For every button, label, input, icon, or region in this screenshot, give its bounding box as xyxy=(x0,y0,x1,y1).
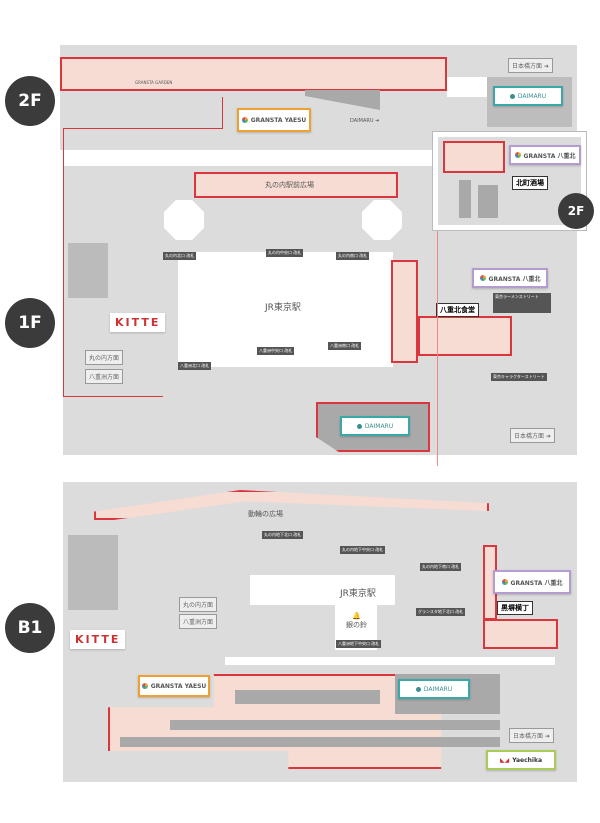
yaekita-shokudo-label: 八重北食堂 xyxy=(436,303,479,317)
gate-label: 丸の内中央口 改札 xyxy=(266,249,304,257)
gate-label: 八重洲地下中央口 改札 xyxy=(336,640,382,648)
yaekita-shokudo-area[interactable] xyxy=(418,316,512,356)
daimaru-logo-2f[interactable]: DAIMARU xyxy=(493,86,563,106)
gate-label: 丸の内地下北口 改札 xyxy=(262,531,304,539)
floor-badge-2f: 2F xyxy=(5,76,55,126)
connector-line xyxy=(437,231,438,521)
gransta-logo-icon xyxy=(479,275,486,281)
nihonbashi-direction-b1: 日本橋方面 ➜ xyxy=(509,728,554,743)
kitamachi-area[interactable] xyxy=(443,141,505,173)
kitte-b1-building xyxy=(68,535,118,610)
walkway xyxy=(447,77,487,97)
yaesu-direction-b1: 八重洲方面 xyxy=(179,614,218,629)
daimaru-dot-icon xyxy=(356,423,362,429)
marunouchi-plaza[interactable] xyxy=(194,172,398,198)
passage-b1 xyxy=(225,657,555,665)
gate-label: 丸の内地下中央口 改札 xyxy=(340,546,386,554)
nihonbashi-direction-2f: 日本橋方面 ➜ xyxy=(508,58,553,73)
info-label: 東京キャラクターストリート xyxy=(491,373,547,381)
yaechika-logo[interactable]: ◣◢Yaechika xyxy=(486,750,556,770)
dourin-plaza-label: 動輪の広場 xyxy=(248,510,283,518)
gransta-logo-icon xyxy=(141,683,148,689)
gransta-logo-icon xyxy=(514,152,521,158)
gransta-garden-label: GRANSTA GARDEN xyxy=(135,80,173,85)
kitte-building xyxy=(68,243,108,298)
shop-block-row xyxy=(170,720,500,730)
inset-block xyxy=(478,185,498,218)
kitte-logo-1f[interactable]: KITTE xyxy=(110,313,166,332)
silver-bell-icon: 🔔 xyxy=(352,612,361,620)
gate-label: 八重洲北口 改札 xyxy=(178,362,212,370)
kurobei-yokocho-label: 黒塀横丁 xyxy=(497,601,533,615)
inset-block xyxy=(459,180,471,218)
dome-north xyxy=(164,200,204,240)
gransta-logo-b1[interactable]: GRANSTA 八重北 xyxy=(493,570,571,594)
gransta-yaesu-logo-b1[interactable]: GRANSTA YAESU xyxy=(138,675,210,697)
yaechika-icon: ◣◢ xyxy=(499,756,510,764)
gate-label: 丸の内地下南口 改札 xyxy=(420,563,462,571)
kitamachi-sakaba-label: 北町酒場 xyxy=(512,176,548,190)
gransta-logo-inset[interactable]: GRANSTA 八重北 xyxy=(509,145,581,165)
daimaru-logo-1f[interactable]: DAIMARU xyxy=(340,416,410,436)
floor-badge-2f-inset: 2F xyxy=(558,193,594,229)
marunouchi-direction-b1: 丸の内方面 xyxy=(179,597,218,612)
gransta-yaekita-logo-1f[interactable]: GRANSTA 八重北 xyxy=(472,268,548,288)
kitte-outline xyxy=(63,128,163,397)
gate-label: グランスタ地下北口 改札 xyxy=(416,608,466,616)
connector-line xyxy=(63,97,223,129)
kurobei-area[interactable] xyxy=(483,619,558,649)
yaesu-direction-1f: 八重洲方面 xyxy=(85,369,124,384)
marunouchi-direction-1f: 丸の内方面 xyxy=(85,350,124,365)
yaekita-corridor[interactable] xyxy=(391,260,418,363)
floor-badge-b1: B1 xyxy=(5,603,55,653)
gate-label: 八重洲中央口 改札 xyxy=(257,347,295,355)
gransta-logo-icon xyxy=(241,117,248,123)
shop-block-row xyxy=(235,690,380,704)
road xyxy=(60,466,600,482)
marunouchi-plaza-label: 丸の内駅前広場 xyxy=(265,181,314,189)
gransta-garden-corridor[interactable] xyxy=(60,57,447,91)
jr-station-label-1f: JR東京駅 xyxy=(265,303,301,313)
daimaru-logo-b1[interactable]: DAIMARU xyxy=(398,679,470,699)
daimaru-direction: DAIMARU ➜ xyxy=(350,118,380,124)
silver-bell-label: 🔔銀の鈴 xyxy=(346,612,367,629)
dome-south xyxy=(362,200,402,240)
nihonbashi-direction-1f: 日本橋方面 ➜ xyxy=(510,428,555,443)
gate-label: 丸の内北口 改札 xyxy=(163,252,197,260)
daimaru-dot-icon xyxy=(509,93,515,99)
floor-badge-1f: 1F xyxy=(5,298,55,348)
gransta-logo-icon xyxy=(501,579,508,585)
info-label: 東京ラーメンストリート xyxy=(493,293,551,313)
daimaru-dot-icon xyxy=(415,686,421,692)
gransta-yaesu-logo-2f[interactable]: GRANSTA YAESU xyxy=(237,108,311,132)
gate-label: 八重洲南口 改札 xyxy=(328,342,362,350)
kitte-logo-b1[interactable]: KITTE xyxy=(70,630,126,649)
jr-station-label-b1: JR東京駅 xyxy=(340,589,376,599)
shop-block-row xyxy=(120,737,500,747)
gate-label: 丸の内南口 改札 xyxy=(336,252,370,260)
